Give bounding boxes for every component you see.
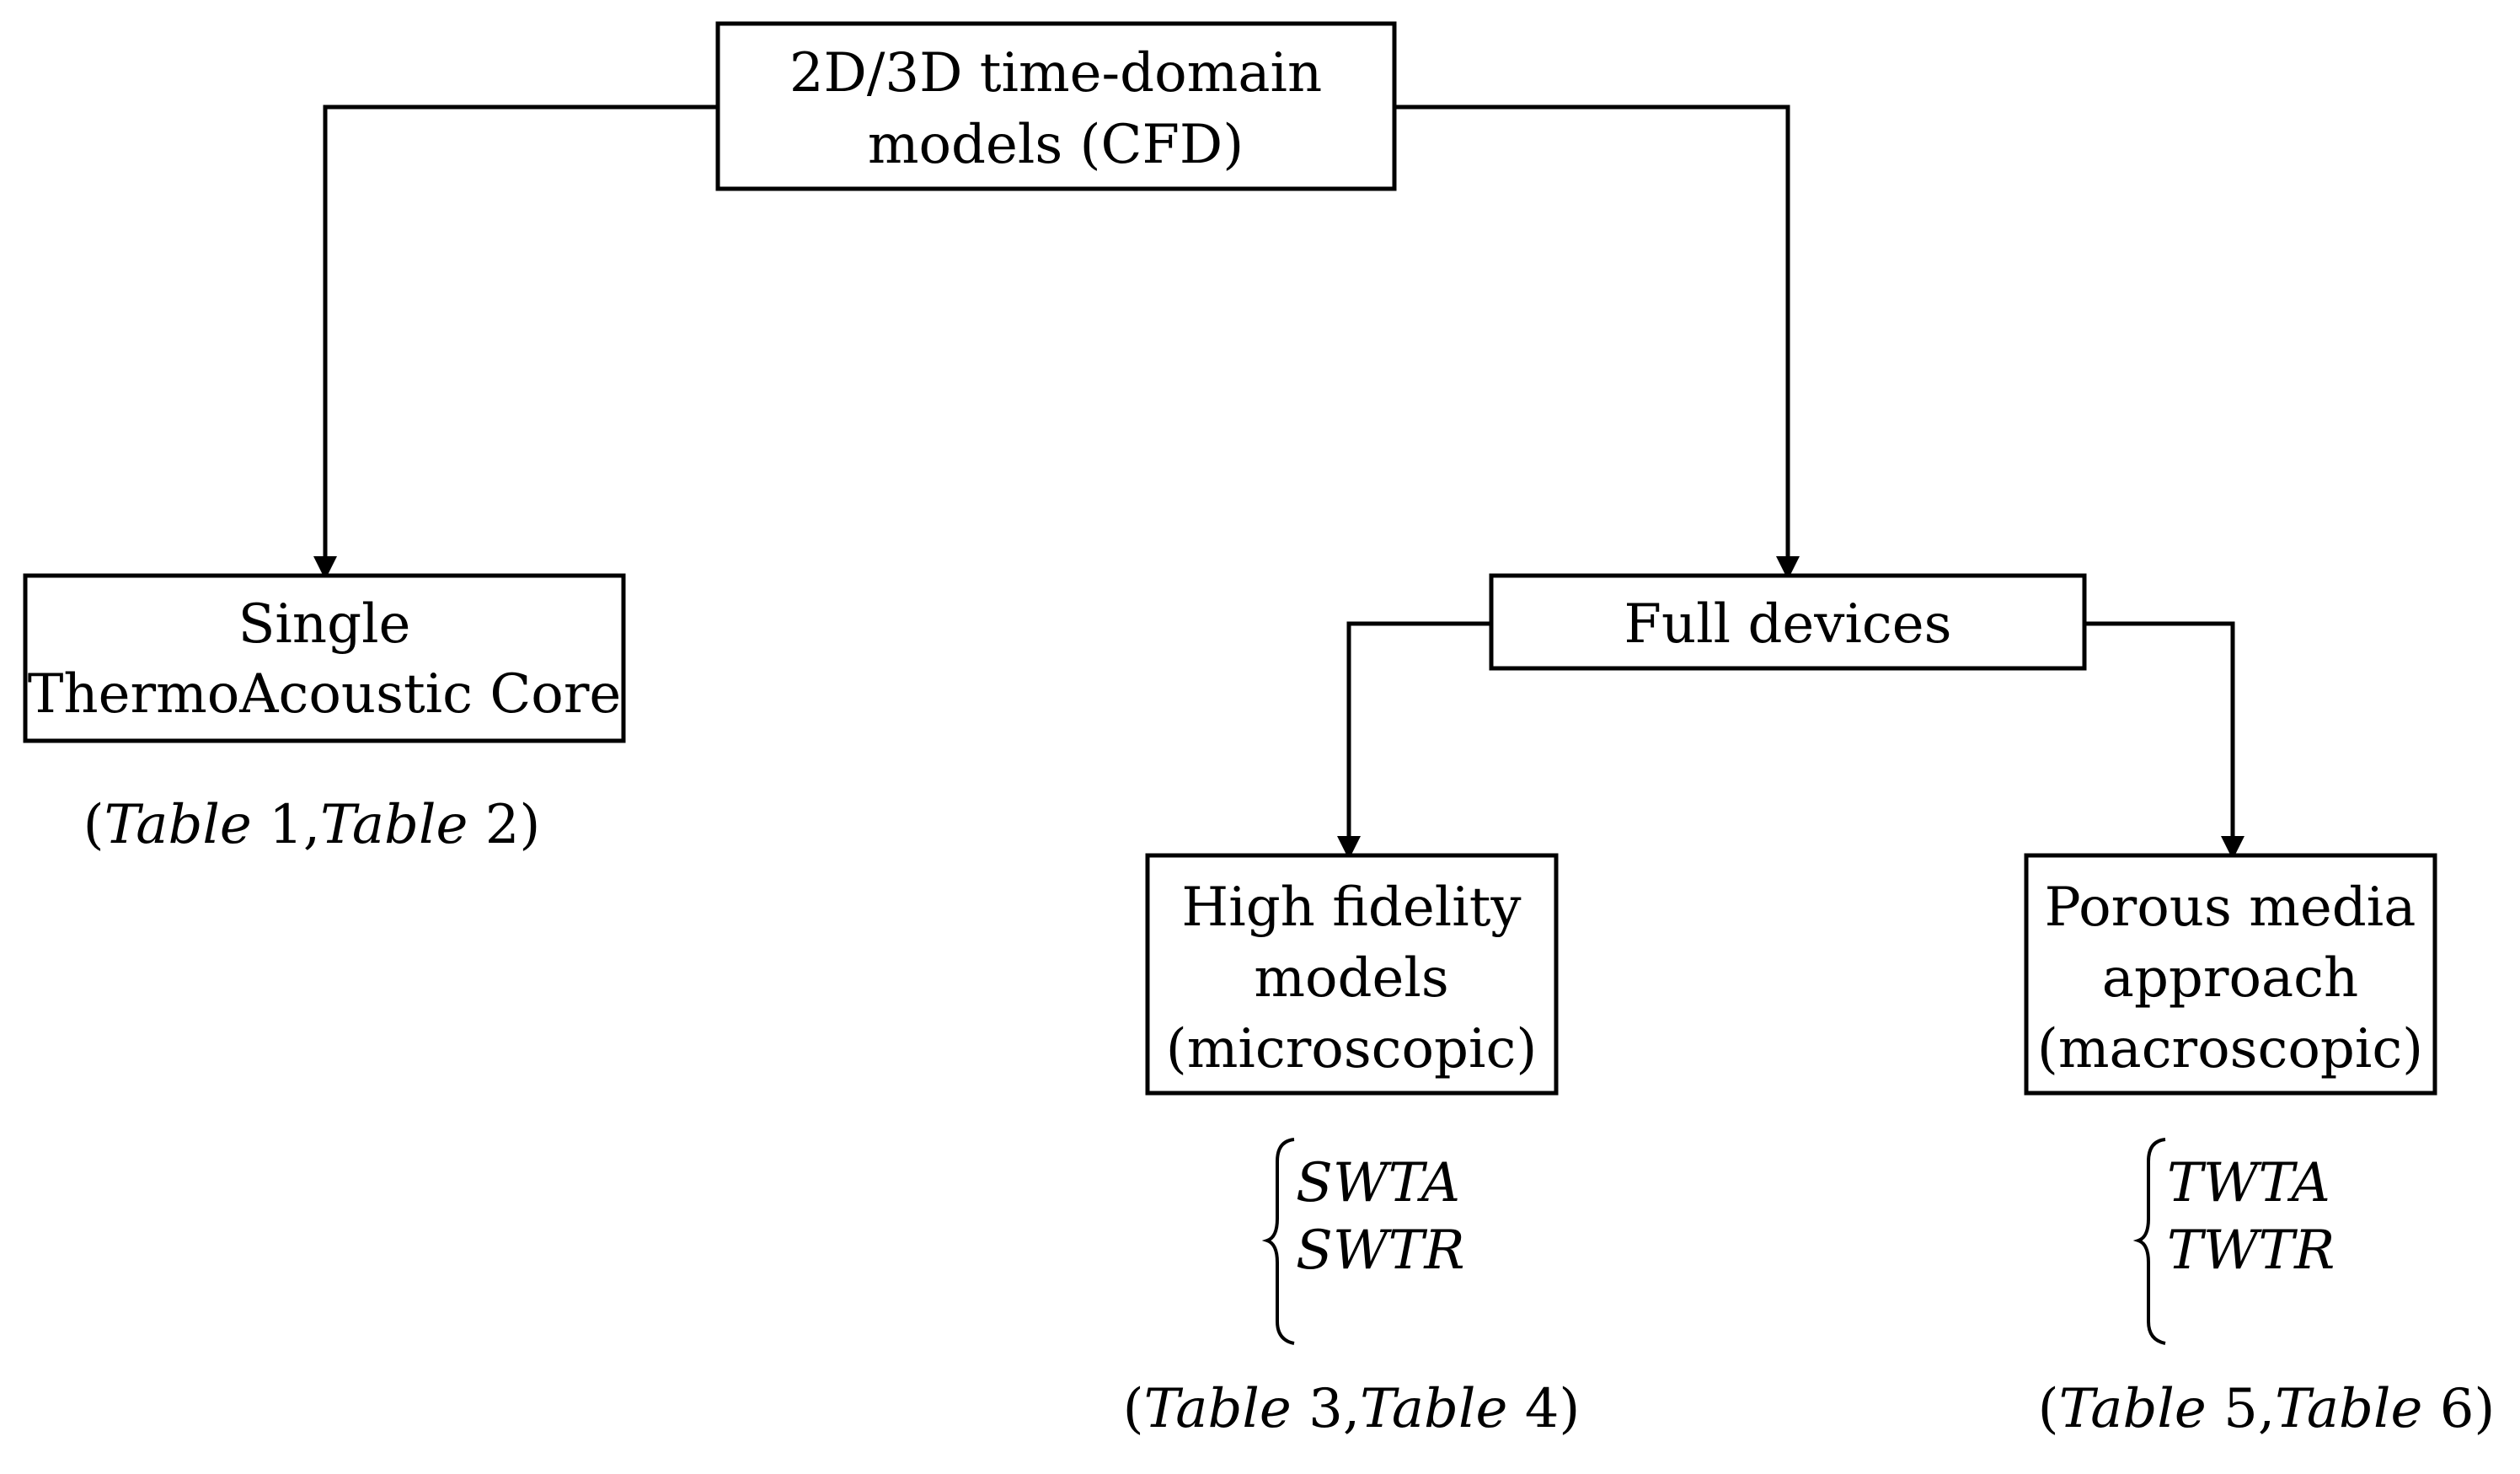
node-high-fidelity: High fidelity models (microscopic) [1145,853,1559,1096]
node-full-devices-line-1: Full devices [1624,593,1952,656]
node-porous-media-line-2: approach [2102,947,2358,1010]
node-single-core-line-1: Single [238,593,411,656]
node-root-line-2: models (CFD) [868,114,1244,176]
node-high-fidelity-line-2: models [1254,947,1448,1010]
case-porous-media-1: TWTA [2167,1152,2330,1214]
node-high-fidelity-line-1: High fidelity [1181,876,1521,939]
node-root: 2D/3D time-domain models (CFD) [715,21,1397,191]
ref-porous-media: (Table 5,Table 6) [2038,1378,2496,1440]
node-root-line-1: 2D/3D time-domain [789,42,1322,105]
edge-full-devices-to-porous-media [2084,621,2235,843]
cases-porous-media: TWTA TWTR [2132,1138,2335,1345]
node-porous-media-line-3: (macroscopic) [2037,1018,2423,1080]
brace-porous-media [2132,1138,2166,1345]
node-full-devices: Full devices [1489,573,2087,671]
case-high-fidelity-2: SWTR [1296,1219,1465,1282]
node-porous-media: Porous media approach (macroscopic) [2024,853,2437,1096]
cases-high-fidelity: SWTA SWTR [1261,1138,1465,1345]
arrowhead-full-devices [1776,556,1800,580]
node-single-core-line-2: ThermoAcoustic Core [28,663,622,726]
case-porous-media-2: TWTR [2167,1219,2335,1282]
edge-full-devices-to-high-fidelity [1346,621,1491,843]
node-single-core: Single ThermoAcoustic Core [23,573,626,743]
arrowhead-porous-media [2221,836,2244,860]
node-porous-media-line-1: Porous media [2045,876,2416,939]
edge-root-to-single-core [323,105,718,563]
arrowhead-high-fidelity [1337,836,1361,860]
arrowhead-single-core [313,556,337,580]
node-high-fidelity-line-3: (microscopic) [1166,1018,1538,1080]
connectors [313,105,2244,860]
brace-high-fidelity [1261,1138,1295,1345]
ref-single-core: (Table 1,Table 2) [83,794,541,856]
case-high-fidelity-1: SWTA [1296,1152,1460,1214]
edge-root-to-full-devices [1394,105,1790,563]
ref-high-fidelity: (Table 3,Table 4) [1123,1378,1581,1440]
